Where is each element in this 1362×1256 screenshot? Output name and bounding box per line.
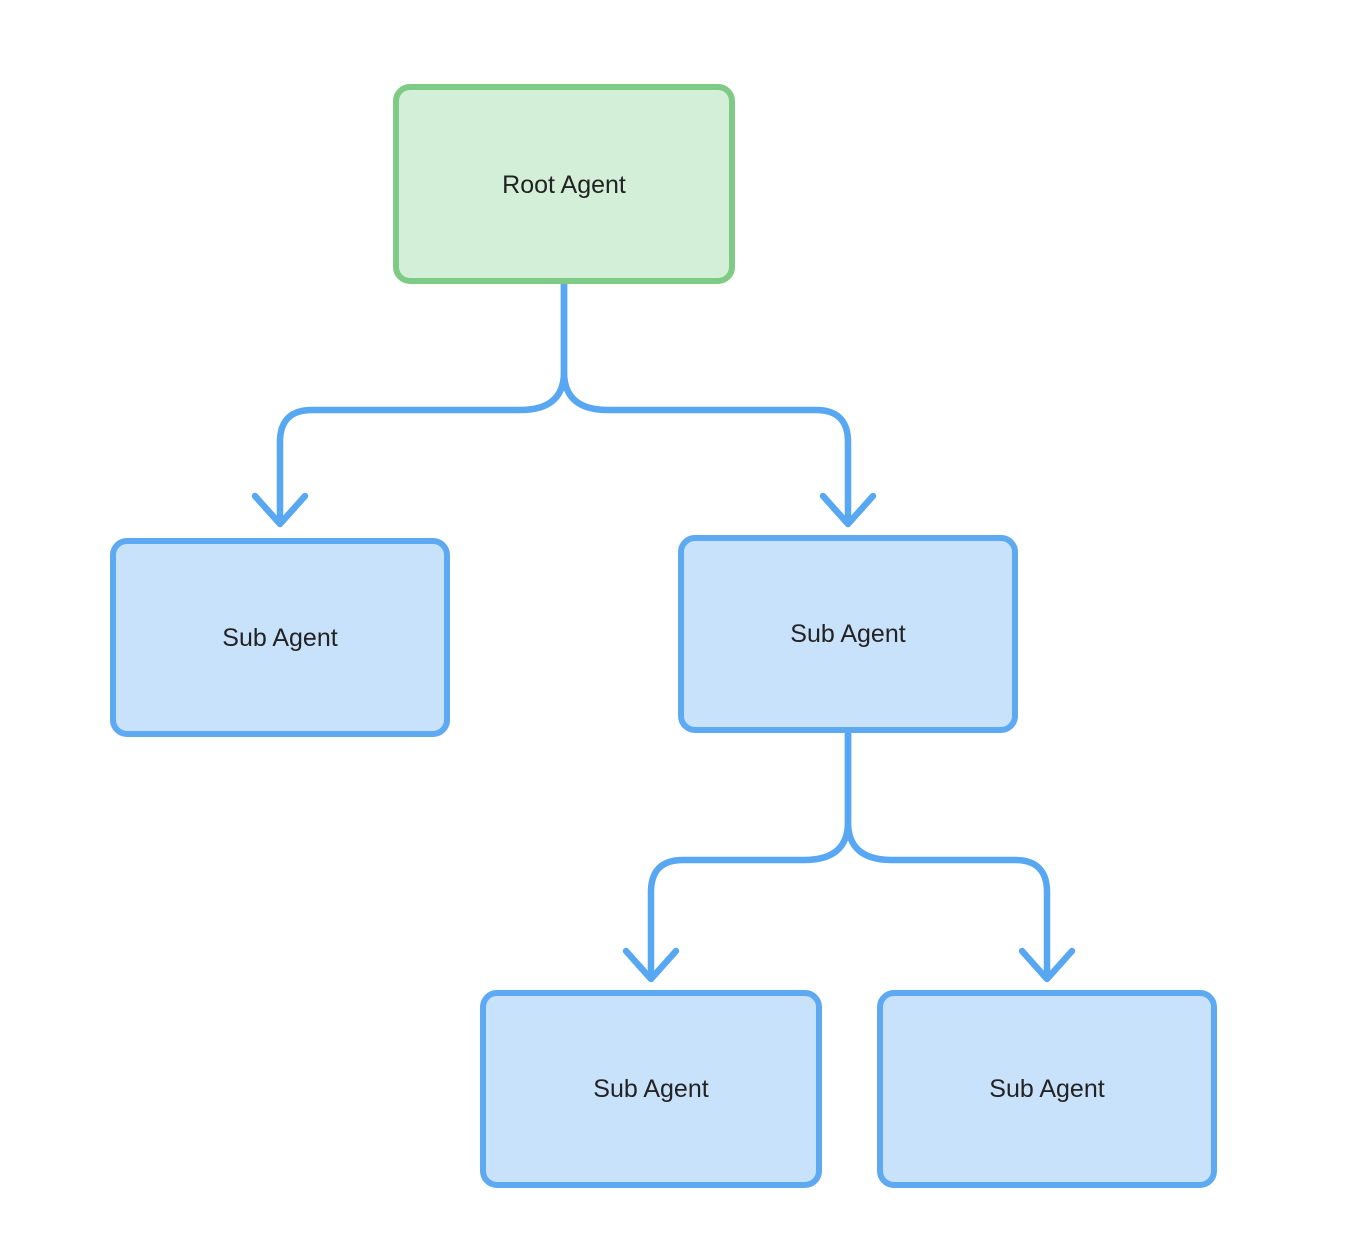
node-sub-agent-bottom-right: Sub Agent bbox=[877, 990, 1217, 1188]
node-box bbox=[877, 990, 1217, 1188]
node-sub-agent-bottom-left: Sub Agent bbox=[480, 990, 822, 1188]
node-root-agent: Root Agent bbox=[393, 84, 735, 284]
arrowhead-icon bbox=[1018, 947, 1076, 983]
connector-line bbox=[647, 730, 852, 978]
node-label: Root Agent bbox=[502, 171, 626, 199]
connector-line bbox=[560, 280, 852, 523]
edge-sub-right-to-bottom-left bbox=[622, 730, 852, 983]
node-box bbox=[110, 538, 450, 737]
edge-root-to-sub-left bbox=[251, 280, 568, 528]
node-label: Sub Agent bbox=[593, 1075, 708, 1103]
connector-line bbox=[276, 280, 568, 523]
edge-sub-right-to-bottom-right bbox=[844, 730, 1076, 983]
node-box bbox=[678, 535, 1018, 733]
arrowhead-icon bbox=[819, 492, 877, 528]
node-box bbox=[393, 84, 735, 284]
arrowhead-icon bbox=[622, 947, 680, 983]
node-sub-agent-right: Sub Agent bbox=[678, 535, 1018, 733]
connector-line bbox=[844, 730, 1051, 978]
edge-root-to-sub-right bbox=[560, 280, 877, 528]
node-label: Sub Agent bbox=[222, 624, 337, 652]
node-box bbox=[480, 990, 822, 1188]
node-sub-agent-left: Sub Agent bbox=[110, 538, 450, 737]
node-label: Sub Agent bbox=[989, 1075, 1104, 1103]
node-label: Sub Agent bbox=[790, 620, 905, 648]
arrowhead-icon bbox=[251, 492, 309, 528]
